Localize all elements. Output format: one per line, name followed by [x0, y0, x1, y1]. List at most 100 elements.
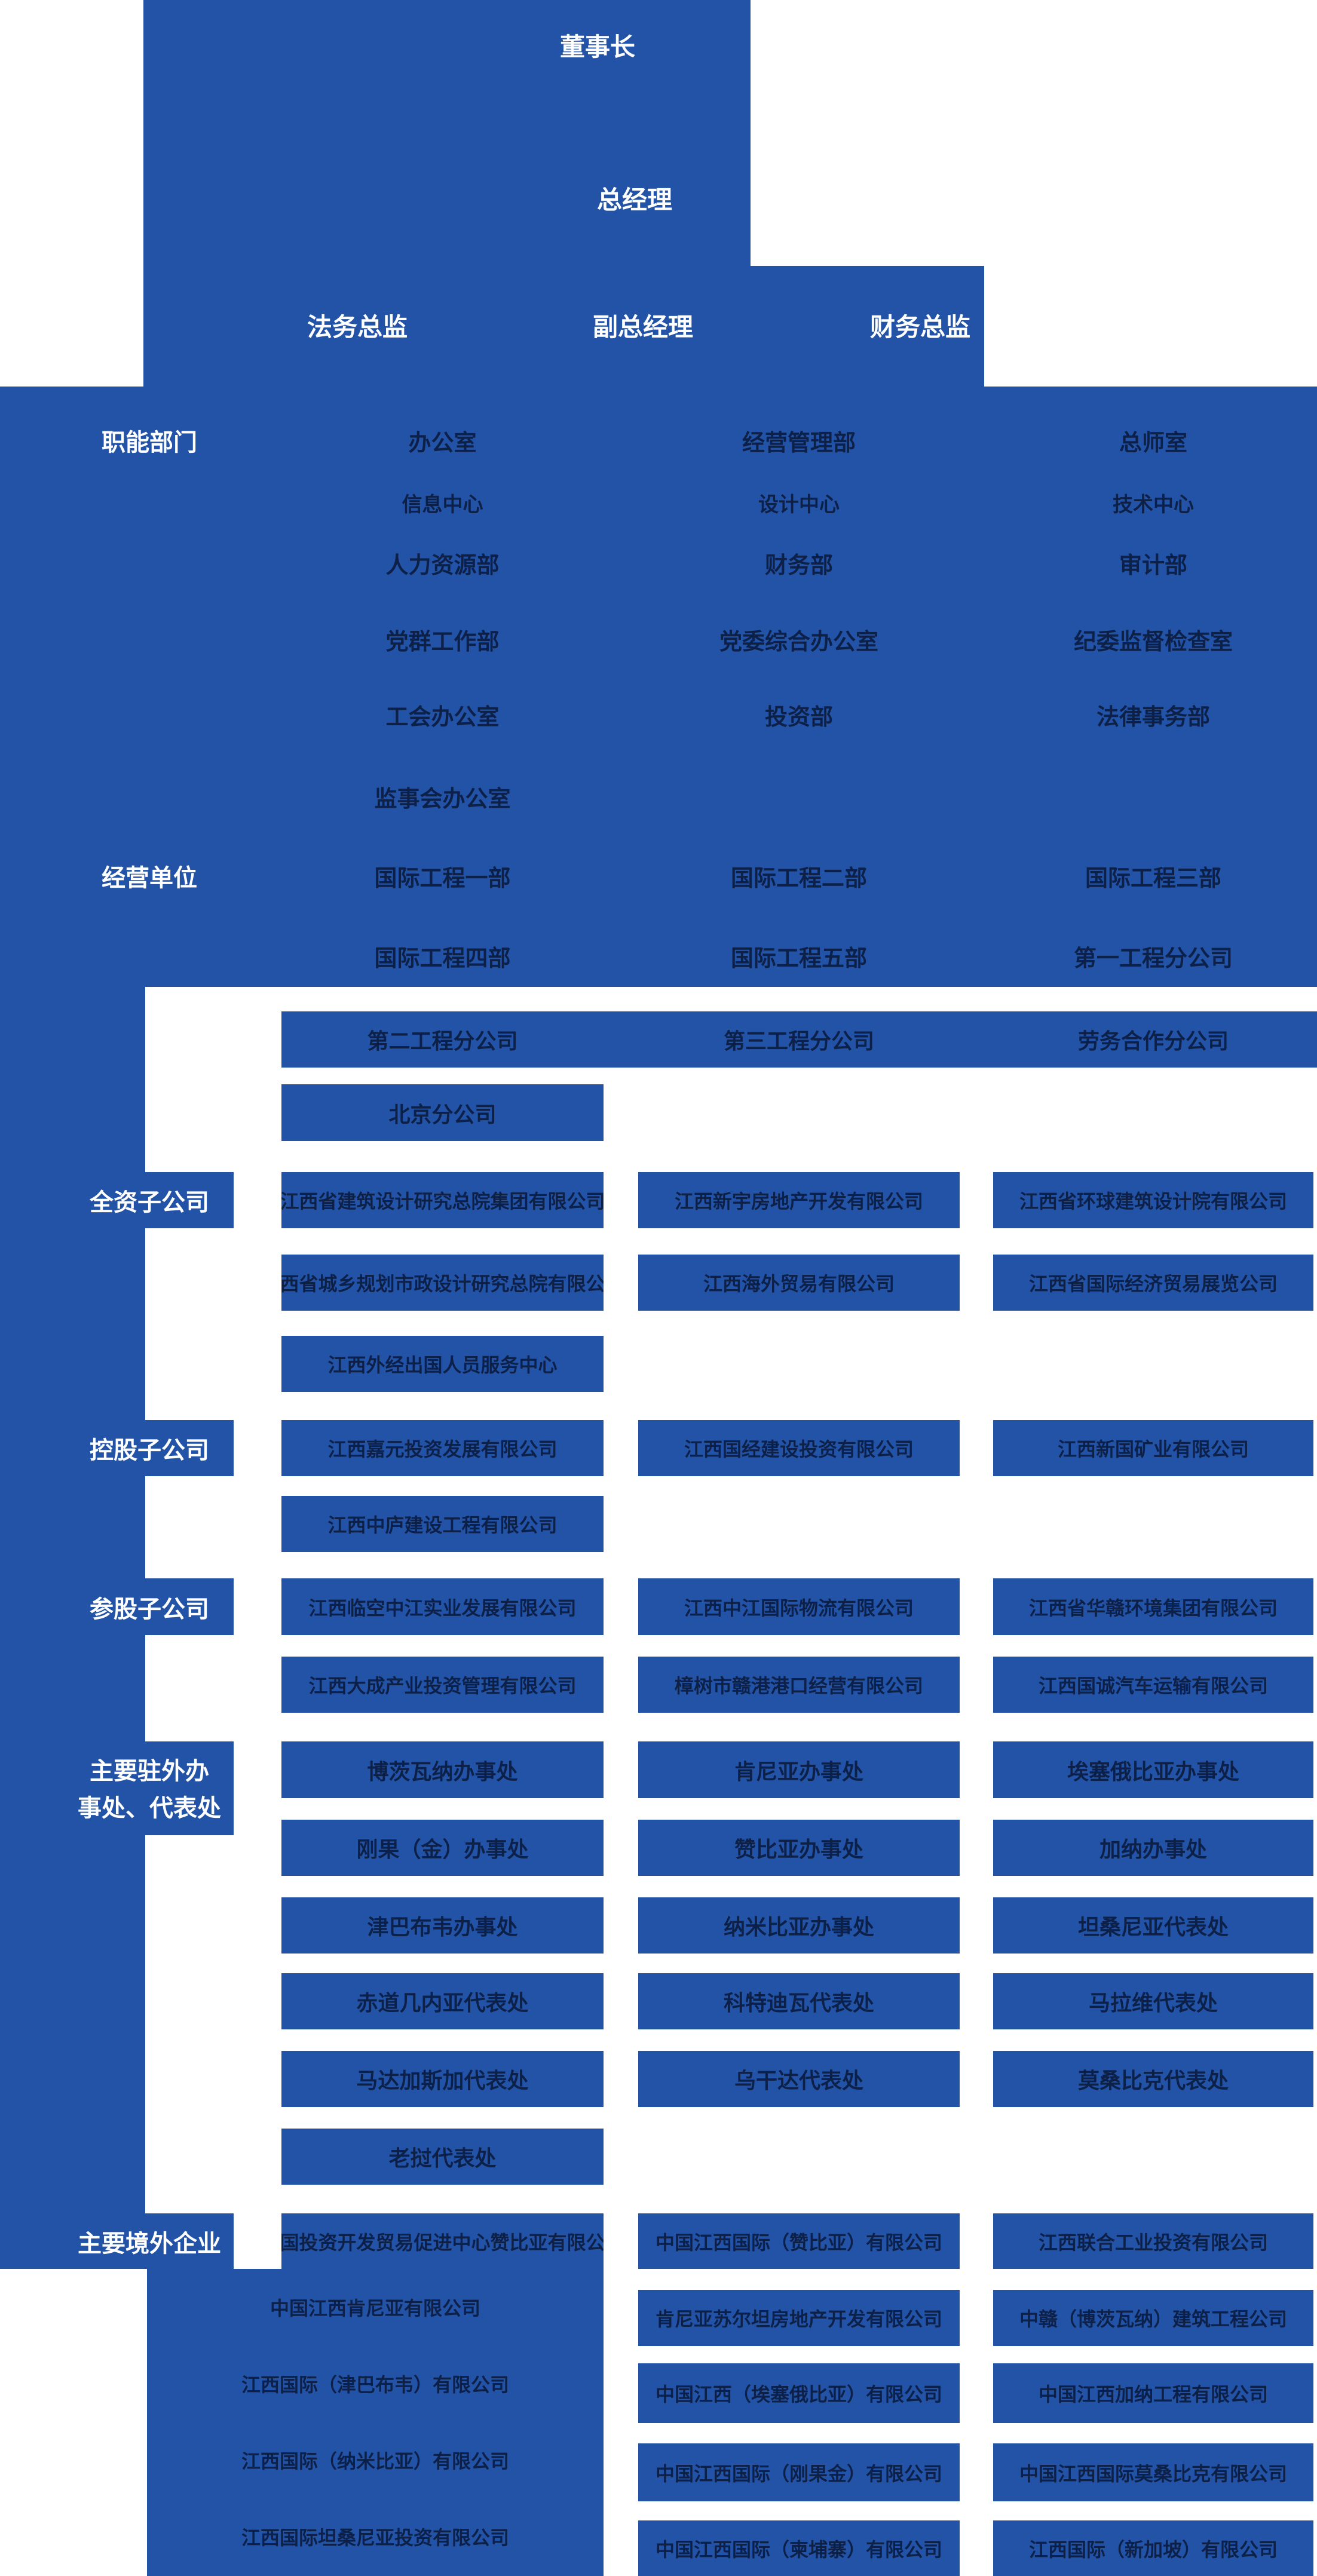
- functional-center-label: 技术中心: [1113, 493, 1194, 516]
- overseas-office-box-label: 加纳办事处: [1099, 1837, 1207, 1862]
- overseas-office-box: [638, 1973, 960, 2029]
- functional-dept-label: 投资部: [764, 704, 833, 730]
- wholly-owned-box: [638, 1255, 960, 1311]
- functional-band: [0, 387, 1317, 987]
- wholly-owned-box: [281, 1255, 604, 1311]
- overseas-enterprise-box-label: 中国江西国际（赞比亚）有限公司: [655, 2231, 942, 2253]
- overseas-enterprise-box-label: 中国江西国际莫桑比克有限公司: [1019, 2462, 1287, 2485]
- overseas-office-box-label: 肯尼亚办事处: [734, 1759, 863, 1784]
- overseas-office-box: [993, 1741, 1313, 1798]
- title-legal-director: 法务总监: [307, 312, 408, 341]
- overseas-office-box: [281, 1820, 604, 1876]
- section-label-business-units: 经营单位: [102, 865, 197, 891]
- overseas-enterprise-box: [638, 2443, 960, 2501]
- branch-company-label: 第二工程分公司: [367, 1029, 518, 1053]
- business-unit-label: 国际工程一部: [374, 866, 511, 891]
- overseas-office-box: [281, 1897, 604, 1954]
- section-tab-participating: [145, 1578, 234, 1635]
- section-label-overseas-offices-line2: 事处、代表处: [78, 1795, 221, 1821]
- participating-box: [281, 1657, 604, 1713]
- wholly-owned-box-label: 江西海外贸易有限公司: [703, 1273, 895, 1295]
- overseas-office-box-label: 赞比亚办事处: [734, 1837, 863, 1862]
- wholly-owned-box: [993, 1255, 1313, 1311]
- functional-dept-label: 党委综合办公室: [719, 629, 878, 655]
- holding-box: [281, 1420, 604, 1476]
- overseas-office-box: [638, 1897, 960, 1954]
- overseas-enterprise-box: [638, 2520, 960, 2576]
- section-label-holding: 控股子公司: [90, 1437, 209, 1464]
- functional-center-label: 设计中心: [758, 493, 840, 516]
- overseas-office-box-label: 津巴布韦办事处: [367, 1915, 518, 1939]
- overseas-enterprise-box-label: 肯尼亚苏尔坦房地产开发有限公司: [655, 2308, 942, 2330]
- overseas-enterprise-box: [993, 2363, 1313, 2423]
- title-general-manager: 总经理: [596, 185, 672, 214]
- overseas-office-box: [638, 1820, 960, 1876]
- wholly-owned-box-label: 江西省国际经济贸易展览公司: [1028, 1273, 1278, 1295]
- title-chairman: 董事长: [559, 32, 635, 61]
- overseas-office-box-label: 赤道几内亚代表处: [356, 1991, 529, 2015]
- left-rail: [0, 987, 145, 2269]
- section-tab-overseas-enterprises: [145, 2213, 234, 2269]
- overseas-office-box-label: 老挝代表处: [388, 2146, 497, 2170]
- branch-company-box: [281, 1084, 604, 1141]
- overseas-office-box-label: 刚果（金）办事处: [356, 1837, 529, 1862]
- participating-box-label: 樟树市赣港港口经营有限公司: [674, 1675, 923, 1697]
- overseas-office-box-label: 坦桑尼亚代表处: [1077, 1915, 1229, 1939]
- holding-box-label: 江西嘉元投资发展有限公司: [327, 1439, 558, 1460]
- functional-dept-label: 办公室: [408, 430, 477, 456]
- title-finance-director: 财务总监: [869, 312, 970, 341]
- business-unit-label: 国际工程三部: [1085, 866, 1221, 891]
- overseas-office-box: [993, 2051, 1313, 2107]
- overseas-office-box: [281, 1973, 604, 2029]
- overseas-enterprise-box-label: 中国江西（埃塞俄比亚）有限公司: [655, 2384, 942, 2405]
- functional-dept-label: 党群工作部: [385, 629, 500, 655]
- functional-dept-label: 纪委监督检查室: [1073, 629, 1233, 655]
- overseas-enterprise-box-label: 中国江西肯尼亚有限公司: [269, 2298, 480, 2319]
- overseas-enterprise-left-column: 中国江西肯尼亚有限公司江西国际（津巴布韦）有限公司江西国际（纳米比亚）有限公司江…: [147, 2269, 604, 2576]
- overseas-enterprise-box: [638, 2213, 960, 2269]
- overseas-enterprise-box: [993, 2290, 1313, 2346]
- overseas-office-box: [638, 2051, 960, 2107]
- functional-dept-label: 经营管理部: [742, 430, 856, 456]
- participating-box-label: 江西临空中江实业发展有限公司: [308, 1597, 577, 1619]
- section-label-wholly-owned: 全资子公司: [90, 1189, 209, 1216]
- functional-dept-label: 监事会办公室: [374, 786, 511, 812]
- overseas-enterprise-box-label: 中国投资开发贸易促进中心赞比亚有限公司: [281, 2231, 604, 2253]
- holding-box: [281, 1496, 604, 1552]
- wholly-owned-box: [638, 1172, 960, 1228]
- branch-companies-bar: [281, 1011, 1317, 1068]
- business-unit-label: 国际工程二部: [730, 866, 867, 891]
- business-unit-label: 第一工程分公司: [1073, 946, 1233, 971]
- overseas-enterprise-box: [993, 2520, 1313, 2576]
- section-label-overseas-enterprises: 主要境外企业: [78, 2230, 221, 2257]
- functional-dept-label: 人力资源部: [385, 553, 500, 578]
- overseas-office-box: [281, 2129, 604, 2185]
- branch-company-label: 第三工程分公司: [723, 1029, 874, 1053]
- overseas-enterprise-box-label: 中赣（博茨瓦纳）建筑工程公司: [1019, 2308, 1287, 2330]
- holding-box: [993, 1420, 1313, 1476]
- branch-company-label: 劳务合作分公司: [1077, 1029, 1229, 1053]
- overseas-enterprise-box: [993, 2443, 1313, 2501]
- section-label-functional: 职能部门: [102, 430, 197, 456]
- section-label-overseas-offices-line1: 主要驻外办: [90, 1758, 209, 1784]
- overseas-enterprise-box: [638, 2290, 960, 2346]
- overseas-office-box-label: 马达加斯加代表处: [356, 2068, 529, 2093]
- overseas-office-box-label: 莫桑比克代表处: [1077, 2068, 1229, 2093]
- overseas-office-box-label: 马拉维代表处: [1088, 1991, 1218, 2015]
- participating-box: [993, 1578, 1313, 1635]
- wholly-owned-box-label: 江西省城乡规划市政设计研究总院有限公司: [281, 1273, 604, 1295]
- overseas-enterprise-box-label: 江西联合工业投资有限公司: [1038, 2231, 1268, 2253]
- functional-dept-label: 审计部: [1119, 553, 1187, 578]
- holding-box: [638, 1420, 960, 1476]
- participating-box-label: 江西中江国际物流有限公司: [684, 1597, 914, 1619]
- functional-center-label: 信息中心: [402, 493, 483, 516]
- section-tab-holding: [145, 1420, 234, 1476]
- overseas-office-box-label: 乌干达代表处: [734, 2068, 863, 2093]
- overseas-enterprise-box-label: 中国江西国际（柬埔寨）有限公司: [655, 2538, 942, 2560]
- overseas-office-box: [993, 1820, 1313, 1876]
- overseas-office-box: [281, 2051, 604, 2107]
- top-block-directors: [143, 266, 984, 387]
- participating-box: [638, 1578, 960, 1635]
- functional-dept-label: 总师室: [1119, 430, 1187, 456]
